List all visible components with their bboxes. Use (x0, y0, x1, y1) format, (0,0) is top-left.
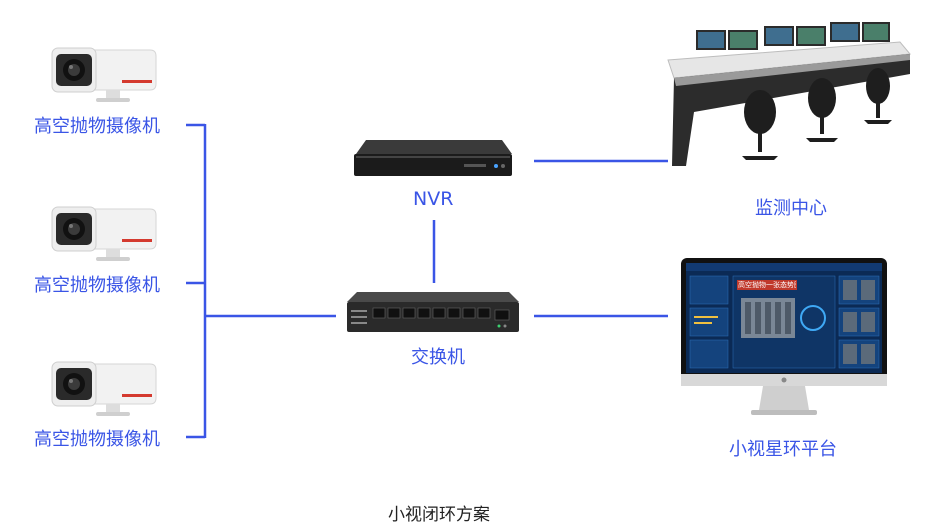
nvr-icon (354, 140, 512, 176)
bullet-camera-icon (51, 206, 157, 261)
monitoring-center-label: 监测中心 (755, 198, 827, 219)
nvr-device (352, 138, 514, 182)
imac-monitor-icon (681, 258, 887, 415)
camera-3-label: 高空抛物摄像机 (34, 429, 160, 450)
monitoring-center (664, 16, 916, 176)
switch-icon (347, 292, 519, 332)
diagram-caption: 小视闭环方案 (388, 505, 490, 525)
camera-2 (50, 203, 160, 265)
switch-label: 交换机 (411, 347, 465, 368)
platform-label: 小视星环平台 (729, 439, 837, 460)
network-switch (345, 290, 521, 338)
bullet-camera-icon (51, 361, 157, 416)
camera-3 (50, 358, 160, 420)
nvr-label: NVR (413, 188, 454, 210)
control-room-desk-icon (667, 22, 911, 166)
camera-1-label: 高空抛物摄像机 (34, 116, 160, 137)
camera-1 (50, 44, 160, 106)
bullet-camera-icon (51, 47, 157, 102)
platform-screen-title: 高空抛物一张态势图 (738, 281, 796, 289)
platform-monitor: 高空抛物一张态势图 (681, 258, 887, 420)
camera-2-label: 高空抛物摄像机 (34, 275, 160, 296)
